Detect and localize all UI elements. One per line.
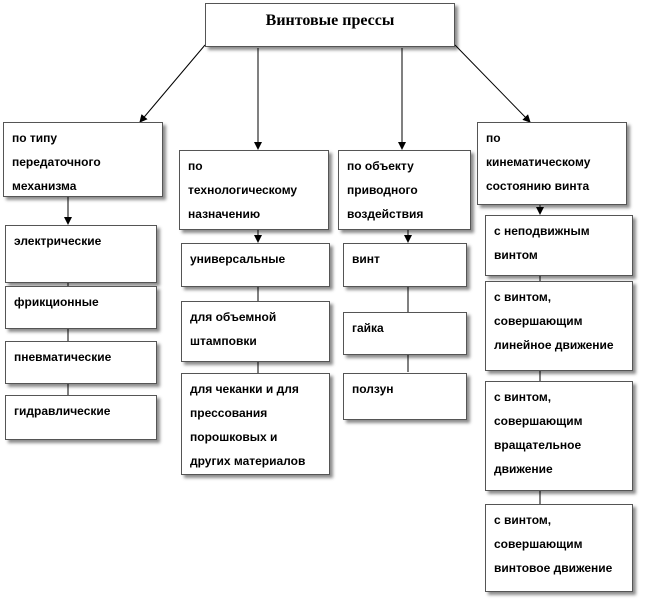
item-hydraulic: гидравлические [5, 395, 157, 440]
arrow-root-to-kinematic [454, 44, 531, 123]
item-friction: фрикционные [5, 286, 157, 329]
item-volume-stamping: для объемной штамповки [181, 301, 330, 362]
item-screw: винт [343, 243, 467, 287]
item-rotational-motion: с винтом, совершающим вращательное движе… [485, 381, 633, 491]
item-screw-motion: с винтом, совершающим винтовое движение [485, 504, 633, 592]
header-by-drive-object: по объекту приводного воздействия [338, 150, 471, 230]
item-coining-pressing: для чеканки и для прессования порошковых… [181, 373, 330, 475]
header-by-transmission-type: по типу передаточного механизма [3, 122, 163, 197]
item-pneumatic: пневматические [5, 341, 157, 384]
item-universal: универсальные [181, 243, 330, 287]
header-by-kinematic-state: по кинематическому состоянию винта [477, 122, 627, 205]
item-slide: ползун [343, 373, 467, 420]
item-electric: электрические [5, 225, 157, 283]
header-by-technological-purpose: по технологическому назначению [179, 150, 329, 230]
item-nut: гайка [343, 312, 467, 355]
item-fixed-screw: с неподвижным винтом [485, 215, 633, 276]
item-linear-motion: с винтом, совершающим линейное движение [485, 281, 633, 371]
arrow-root-to-type [139, 44, 206, 123]
root-title: Винтовые прессы [205, 3, 455, 47]
